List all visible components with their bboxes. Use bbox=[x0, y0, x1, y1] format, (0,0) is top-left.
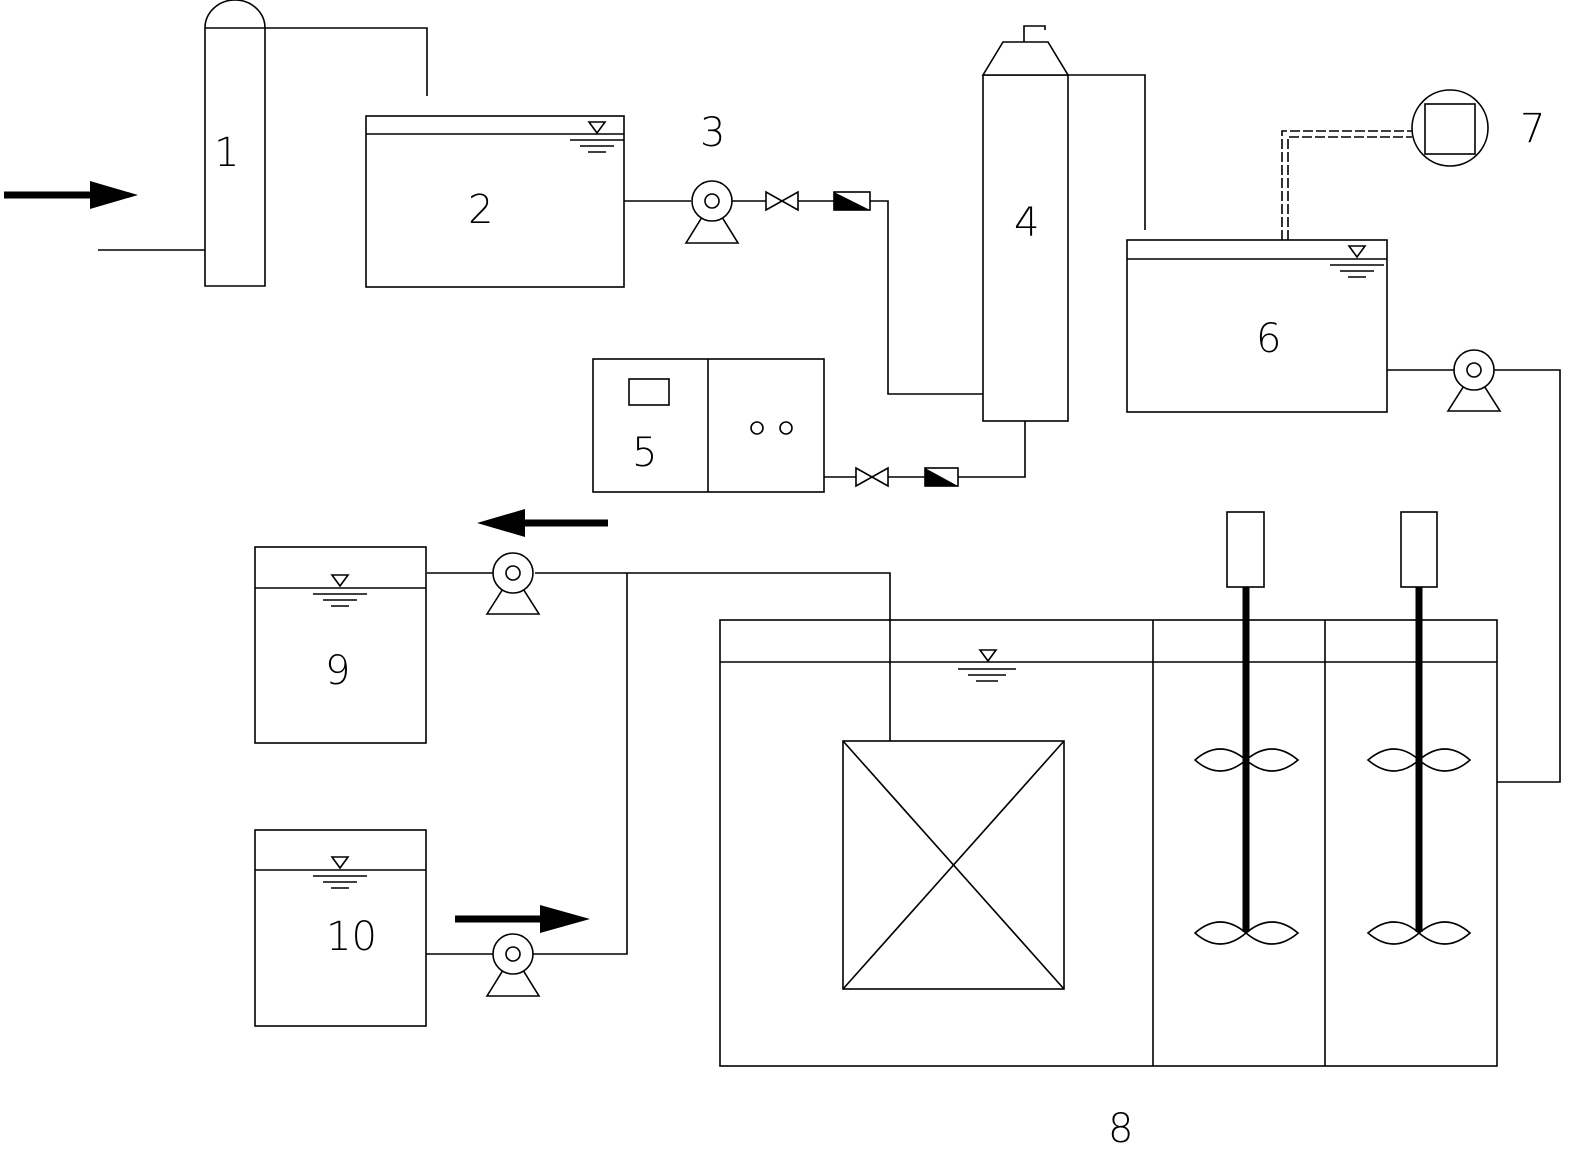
gate-valve-5 bbox=[855, 466, 889, 488]
agitator-2 bbox=[1366, 511, 1472, 945]
column-4 bbox=[981, 25, 1070, 422]
pump-10 bbox=[485, 933, 541, 997]
label-9: 9 bbox=[325, 648, 350, 694]
pipe-header-to-pump-10 bbox=[533, 573, 628, 955]
pipe-4-to-6 bbox=[1068, 74, 1146, 230]
label-4: 4 bbox=[1014, 200, 1039, 246]
analyzer-7 bbox=[1411, 89, 1489, 167]
pipe-membrane-to-header bbox=[535, 572, 891, 741]
dosing-arrow bbox=[455, 905, 590, 933]
tank-10 bbox=[254, 829, 427, 1027]
agitator-1 bbox=[1193, 511, 1300, 945]
column-1 bbox=[204, 0, 266, 287]
check-valve-3 bbox=[833, 191, 871, 211]
tank-2 bbox=[365, 115, 625, 288]
pump-3 bbox=[684, 180, 740, 244]
label-7: 7 bbox=[1520, 106, 1545, 152]
tank-9 bbox=[254, 546, 427, 744]
pipe-1-to-2 bbox=[265, 27, 428, 96]
generator-5 bbox=[592, 358, 825, 493]
outlet-arrow bbox=[477, 509, 608, 537]
pipe-5-to-4 bbox=[958, 421, 1026, 478]
tank-6 bbox=[1126, 239, 1388, 413]
label-1: 1 bbox=[214, 130, 239, 176]
inlet-arrow bbox=[4, 181, 138, 209]
gate-valve-3 bbox=[765, 190, 799, 212]
pipe-pump6-to-8 bbox=[1494, 369, 1561, 783]
label-2: 2 bbox=[468, 187, 493, 233]
label-8: 8 bbox=[1108, 1106, 1133, 1152]
pump-6 bbox=[1446, 349, 1502, 412]
signal-line-6-to-7 bbox=[1281, 130, 1412, 240]
label-10: 10 bbox=[326, 914, 377, 960]
label-5: 5 bbox=[632, 430, 657, 476]
membrane-module bbox=[842, 740, 1065, 990]
label-3: 3 bbox=[700, 110, 725, 156]
label-6: 6 bbox=[1256, 316, 1281, 362]
check-valve-5 bbox=[924, 467, 959, 487]
pipe-3-to-4 bbox=[870, 200, 983, 395]
basin-8 bbox=[719, 619, 1498, 1067]
pump-9 bbox=[485, 552, 541, 615]
